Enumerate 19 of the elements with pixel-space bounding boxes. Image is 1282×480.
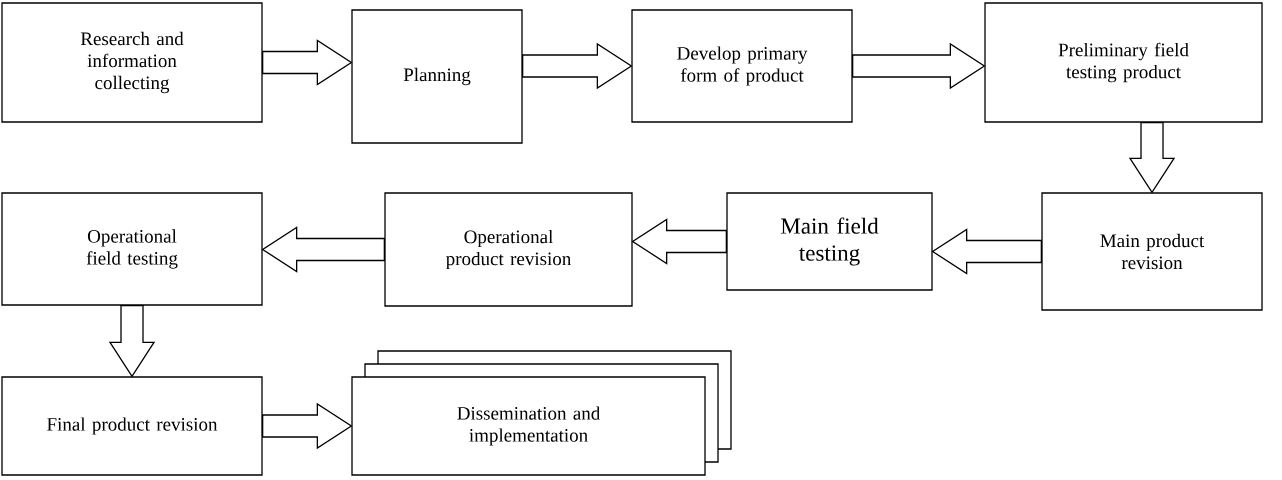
process-box: Operational field testing <box>1 192 263 306</box>
process-box: Main field testing <box>726 192 933 291</box>
process-box: Develop primary form of product <box>631 9 853 123</box>
process-box: Preliminary field testing product <box>984 2 1263 123</box>
process-box: Main product revision <box>1041 192 1263 311</box>
process-box: Operational product revision <box>384 192 633 307</box>
block-arrow <box>522 42 633 90</box>
block-arrow <box>262 39 353 86</box>
block-arrow <box>262 402 353 450</box>
process-box: Planning <box>351 9 523 144</box>
process-box: Final product revision <box>1 376 263 476</box>
document-stack: Dissemination and implementation <box>351 350 732 476</box>
block-arrow <box>108 305 156 378</box>
block-arrow <box>931 228 1042 275</box>
block-arrow <box>852 42 986 90</box>
process-box: Research and information collecting <box>1 2 263 123</box>
block-arrow <box>261 226 385 273</box>
block-arrow <box>631 218 727 265</box>
block-arrow <box>1128 122 1176 194</box>
